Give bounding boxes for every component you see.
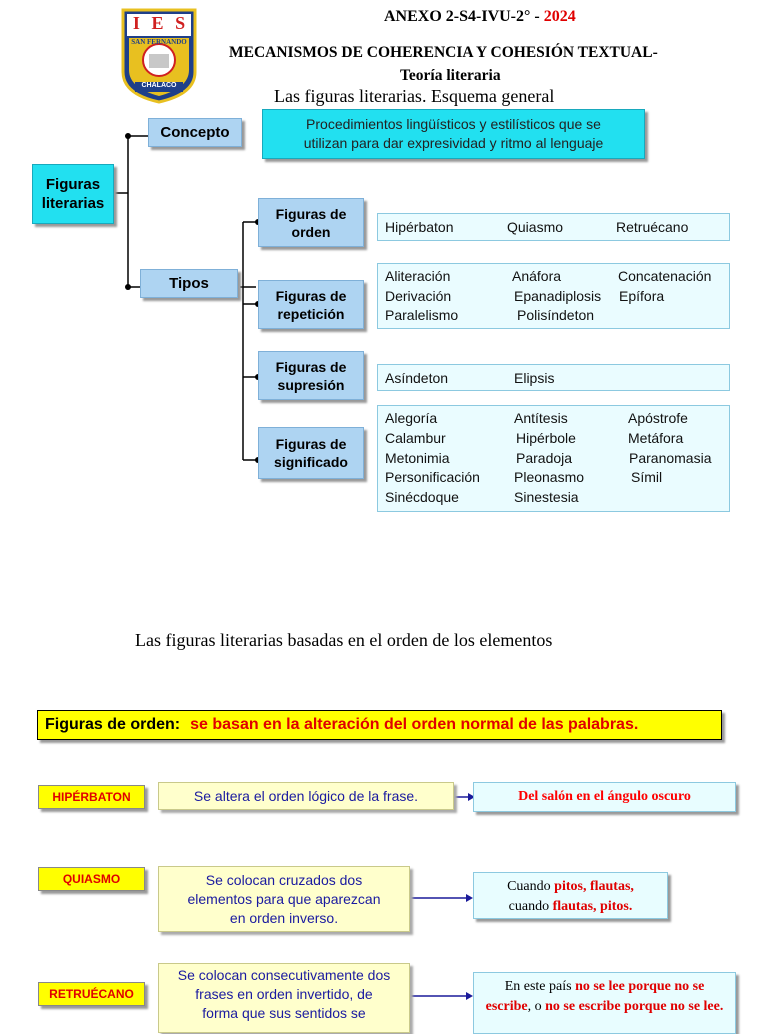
page-title-sub: Teoría literaria [400,67,501,84]
list-item: Concatenación [618,268,712,284]
logo-letter-e: E [151,13,164,33]
list-item: Símil [631,469,663,485]
list-item: Paralelismo [385,307,459,323]
scheme-heading: Las figuras literarias. Esquema general [274,86,555,106]
annex-line: ANEXO 2-S4-IVU-2° - 2024 [384,8,576,26]
example-text: Cuando [507,879,555,894]
example-highlight: no se escribe porque no se lee. [545,999,724,1014]
list-item: Personificación [385,469,480,485]
list-item: Hipérbaton [385,219,454,235]
list-repeticion: Aliteración Anáfora Concatenación Deriva… [377,263,730,329]
banner-text: se basan en la alteración del orden norm… [190,716,639,733]
node-figuras-repeticion: Figuras de repetición [258,280,364,329]
list-item: Asíndeton [385,370,449,386]
page-title: MECANISMOS DE COHERENCIA Y COHESIÓN TEXT… [229,44,658,61]
list-item: Pleonasmo [514,469,585,485]
list-significado: Alegoría Antítesis Apóstrofe Calambur Hi… [377,405,730,512]
node-figuras-orden: Figuras de orden [258,198,364,247]
hiperbaton-tag: HIPÉRBATON [38,785,145,809]
example-text: Del salón en el ángulo oscuro [518,789,691,804]
list-item: Polisíndeton [517,307,595,323]
node-figuras-literarias: Figuras literarias [32,164,114,224]
list-item: Anáfora [512,268,562,284]
list-supresion: Asíndeton Elipsis [377,364,730,391]
list-item: Hipérbole [516,430,576,446]
orden-banner: Figuras de orden: se basan en la alterac… [37,710,722,740]
annex-code: ANEXO 2-S4-IVU-2° - [384,8,544,25]
list-item: Quiasmo [507,219,564,235]
logo-letter-i: I [132,13,140,33]
list-item: Elipsis [514,370,555,386]
list-item: Paradoja [516,450,573,466]
quiasmo-example: Cuando pitos, flautas, cuando flautas, p… [473,872,668,919]
hiperbaton-example: Del salón en el ángulo oscuro [473,782,736,812]
school-logo: I E S SAN FERNANDO CHALACO [121,8,197,104]
concept-definition: Procedimientos lingüísticos y estilístic… [262,109,645,159]
list-item: Paranomasia [629,450,712,466]
annex-year: 2024 [543,8,576,25]
list-item: Metonimia [385,450,450,466]
list-item: Apóstrofe [628,410,688,426]
retruecano-tag: RETRUÉCANO [38,982,145,1006]
quiasmo-tag: QUIASMO [38,867,145,891]
example-text: cuando [508,899,553,914]
list-item: Derivación [385,288,452,304]
list-item: Antítesis [514,410,568,426]
list-item: Sinestesia [514,489,579,505]
retruecano-example: En este país no se lee porque no se escr… [473,972,736,1034]
logo-arc-text: SAN FERNANDO [131,38,187,46]
list-item: Epanadiplosis [514,288,602,304]
list-item: Epífora [619,288,665,304]
logo-place: CHALACO [141,82,177,89]
hiperbaton-description: Se altera el orden lógico de la frase. [158,782,454,810]
node-concepto: Concepto [148,118,242,147]
node-figuras-supresion: Figuras de supresión [258,351,364,400]
list-item: Aliteración [385,268,451,284]
example-highlight: pitos, flautas, [554,879,634,894]
list-orden: Hipérbaton Quiasmo Retruécano [377,213,730,241]
list-item: Retruécano [616,219,689,235]
logo-letter-s: S [175,13,186,33]
example-highlight: no se lee porque no se escribe [485,979,705,1014]
retruecano-description: Se colocan consecutivamente dos frases e… [158,963,410,1033]
quiasmo-description: Se colocan cruzados dos elementos para q… [158,866,410,932]
list-item: Alegoría [385,410,438,426]
example-text: , o [527,999,546,1014]
example-highlight: flautas, pitos. [552,899,633,914]
node-tipos: Tipos [140,269,238,298]
list-item: Sinécdoque [385,489,459,505]
node-figuras-significado: Figuras de significado [258,427,364,479]
section-heading: Las figuras literarias basadas en el ord… [135,630,553,650]
list-item: Metáfora [628,430,684,446]
example-text: En este país [504,979,576,994]
list-item: Calambur [385,430,446,446]
banner-label: Figuras de orden: [45,716,181,733]
